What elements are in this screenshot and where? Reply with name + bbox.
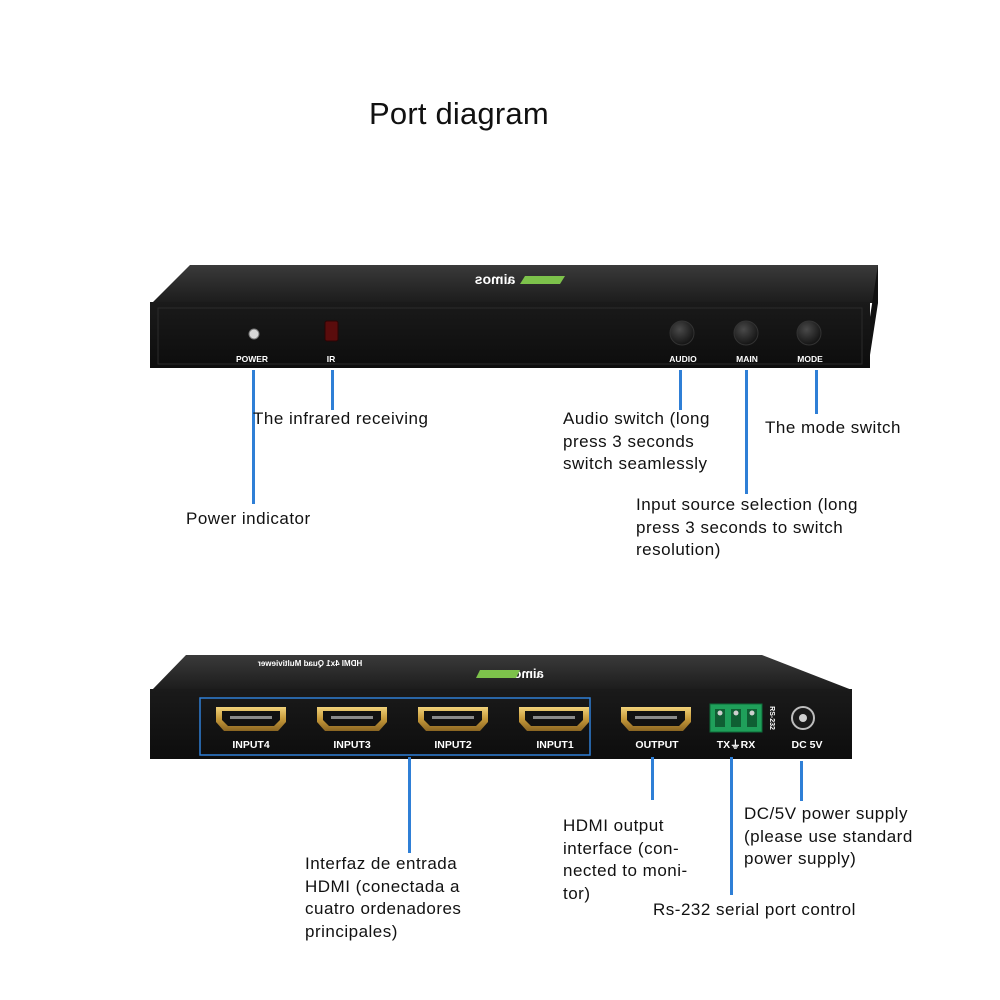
input3-label: INPUT3 bbox=[333, 739, 371, 751]
ir-panel-label: IR bbox=[327, 354, 336, 364]
power-led bbox=[248, 328, 260, 340]
power-callout: Power indicator bbox=[186, 508, 311, 531]
callout-line: tor) bbox=[563, 883, 591, 903]
callout-line: DC/5V power supply bbox=[744, 804, 908, 823]
page-title: Port diagram bbox=[369, 96, 549, 131]
rs232-panel-label: RS-232 bbox=[768, 706, 775, 730]
main-button bbox=[733, 320, 759, 346]
front-device-top bbox=[152, 265, 878, 303]
rs232-terminal bbox=[709, 703, 763, 733]
back-panel-device: HDMI 4x1 Quad Multiviewer aimos INPUT4 I… bbox=[150, 655, 852, 759]
callout-line: cuatro ordenadores bbox=[305, 899, 462, 918]
callout-line: HDMI output bbox=[563, 816, 664, 835]
audio-panel-label: AUDIO bbox=[669, 354, 697, 364]
input4-label: INPUT4 bbox=[232, 739, 270, 751]
infrared-callout: The infrared receiving bbox=[253, 408, 428, 431]
rs232-leader-line bbox=[730, 757, 733, 895]
ir-window bbox=[324, 320, 339, 342]
dc-leader-line bbox=[800, 761, 803, 801]
power-panel-label: POWER bbox=[236, 354, 268, 364]
callout-line: resolution) bbox=[636, 540, 721, 559]
callout-line: Power indicator bbox=[186, 509, 311, 528]
input-source-callout: Input source selection (long press 3 sec… bbox=[636, 494, 858, 562]
callout-line: Input source selection (long bbox=[636, 495, 858, 514]
callout-line: switch seamlessly bbox=[563, 454, 708, 473]
callout-line: (please use standard bbox=[744, 826, 913, 846]
rs232-callout: Rs-232 serial port control bbox=[653, 899, 856, 922]
input1-label: INPUT1 bbox=[536, 739, 574, 751]
output-label: OUTPUT bbox=[635, 739, 679, 751]
power-leader-line bbox=[252, 370, 255, 504]
dc-power-callout: DC/5V power supply (please use standard … bbox=[744, 803, 913, 871]
output-leader-line bbox=[651, 757, 654, 800]
front-brand-logo: aimos bbox=[475, 271, 516, 287]
input-leader-line bbox=[408, 757, 411, 853]
callout-line: nected to moni- bbox=[563, 861, 688, 880]
audio-leader-line bbox=[679, 370, 682, 410]
front-brand-text: aimos bbox=[475, 271, 516, 287]
txrx-label: TX⏚RX bbox=[717, 739, 756, 751]
hdmi-output-callout: HDMI output interface (con- nected to mo… bbox=[563, 815, 688, 905]
hdmi-input2-port bbox=[418, 707, 488, 731]
hdmi-output-port bbox=[621, 707, 691, 731]
callout-line: HDMI (conectada a bbox=[305, 876, 460, 896]
callout-line: press 3 seconds to switch bbox=[636, 517, 844, 537]
callout-line: press 3 seconds bbox=[563, 431, 695, 451]
input-group-frame bbox=[199, 697, 591, 756]
input2-label: INPUT2 bbox=[434, 739, 472, 751]
hdmi-input-callout: Interfaz de entrada HDMI (conectada a cu… bbox=[305, 853, 461, 943]
back-top-text: HDMI 4x1 Quad Multiviewer bbox=[258, 659, 362, 668]
dc-jack bbox=[791, 706, 815, 730]
ir-leader-line bbox=[331, 370, 334, 410]
callout-line: Rs-232 serial port control bbox=[653, 900, 856, 919]
callout-line: Interfaz de entrada bbox=[305, 854, 458, 873]
main-leader-line bbox=[745, 370, 748, 494]
hdmi-input4-port bbox=[216, 707, 286, 731]
dc-label: DC 5V bbox=[792, 739, 823, 751]
audio-button bbox=[669, 320, 695, 346]
audio-callout: Audio switch (long press 3 seconds switc… bbox=[563, 408, 710, 476]
callout-line: The mode switch bbox=[765, 418, 901, 437]
callout-line: Audio switch (long bbox=[563, 409, 710, 428]
mode-leader-line bbox=[815, 370, 818, 414]
callout-line: The infrared receiving bbox=[253, 409, 429, 428]
main-panel-label: MAIN bbox=[736, 354, 758, 364]
hdmi-input3-port bbox=[317, 707, 387, 731]
front-panel-device: aimos POWER IR AUDIO MAIN MODE bbox=[150, 265, 878, 368]
mode-callout: The mode switch bbox=[765, 417, 901, 440]
hdmi-input1-port bbox=[519, 707, 589, 731]
mode-button bbox=[796, 320, 822, 346]
callout-line: interface (con- bbox=[563, 838, 680, 858]
callout-line: principales) bbox=[305, 921, 398, 941]
callout-line: power supply) bbox=[744, 849, 857, 868]
mode-panel-label: MODE bbox=[797, 354, 823, 364]
